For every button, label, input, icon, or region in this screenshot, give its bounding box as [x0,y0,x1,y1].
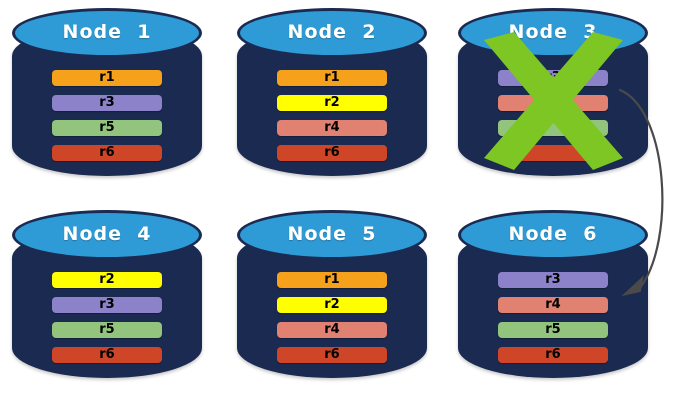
record-bar[interactable]: r1 [277,272,387,288]
record-bar[interactable]: r4 [277,322,387,338]
record-bar[interactable]: r1 [52,70,162,86]
record-bar[interactable]: r2 [277,297,387,313]
record-bar[interactable]: r6 [277,347,387,363]
record-list: r1 r2 r4 r6 [277,70,387,161]
record-bar[interactable]: r6 [498,347,608,363]
node-cylinder-top [12,210,202,260]
node-title: Node 5 [287,223,377,245]
record-bar[interactable]: r6 [277,145,387,161]
record-bar[interactable]: r5 [498,120,608,136]
node-cylinder-top [237,210,427,260]
node-3[interactable]: Node 3 r3 r4 r5 r6 [458,8,648,183]
record-bar[interactable]: r4 [498,297,608,313]
record-bar[interactable]: r5 [498,322,608,338]
node-title: Node 4 [62,223,152,245]
node-cylinder-top [458,210,648,260]
node-title: Node 3 [508,21,598,43]
record-bar[interactable]: r3 [52,95,162,111]
record-bar[interactable]: r5 [52,120,162,136]
node-2[interactable]: Node 2 r1 r2 r4 r6 [237,8,427,183]
record-bar[interactable]: r4 [498,95,608,111]
node-5[interactable]: Node 5 r1 r2 r4 r6 [237,210,427,385]
node-title: Node 6 [508,223,598,245]
record-bar[interactable]: r2 [52,272,162,288]
record-bar[interactable]: r3 [498,70,608,86]
node-6[interactable]: Node 6 r3 r4 r5 r6 [458,210,648,385]
record-bar[interactable]: r2 [277,95,387,111]
node-cylinder-top [237,8,427,58]
record-bar[interactable]: r3 [52,297,162,313]
record-bar[interactable]: r5 [52,322,162,338]
record-list: r1 r2 r4 r6 [277,272,387,363]
record-bar[interactable]: r6 [498,145,608,161]
record-list: r3 r4 r5 r6 [498,70,608,161]
node-title: Node 2 [287,21,377,43]
record-bar[interactable]: r6 [52,145,162,161]
node-1[interactable]: Node 1 r1 r3 r5 r6 [12,8,202,183]
node-4[interactable]: Node 4 r2 r3 r5 r6 [12,210,202,385]
record-bar[interactable]: r1 [277,70,387,86]
record-list: r1 r3 r5 r6 [52,70,162,161]
node-cylinder-top [12,8,202,58]
record-list: r3 r4 r5 r6 [498,272,608,363]
node-title: Node 1 [62,21,152,43]
record-bar[interactable]: r6 [52,347,162,363]
record-list: r2 r3 r5 r6 [52,272,162,363]
record-bar[interactable]: r4 [277,120,387,136]
record-bar[interactable]: r3 [498,272,608,288]
